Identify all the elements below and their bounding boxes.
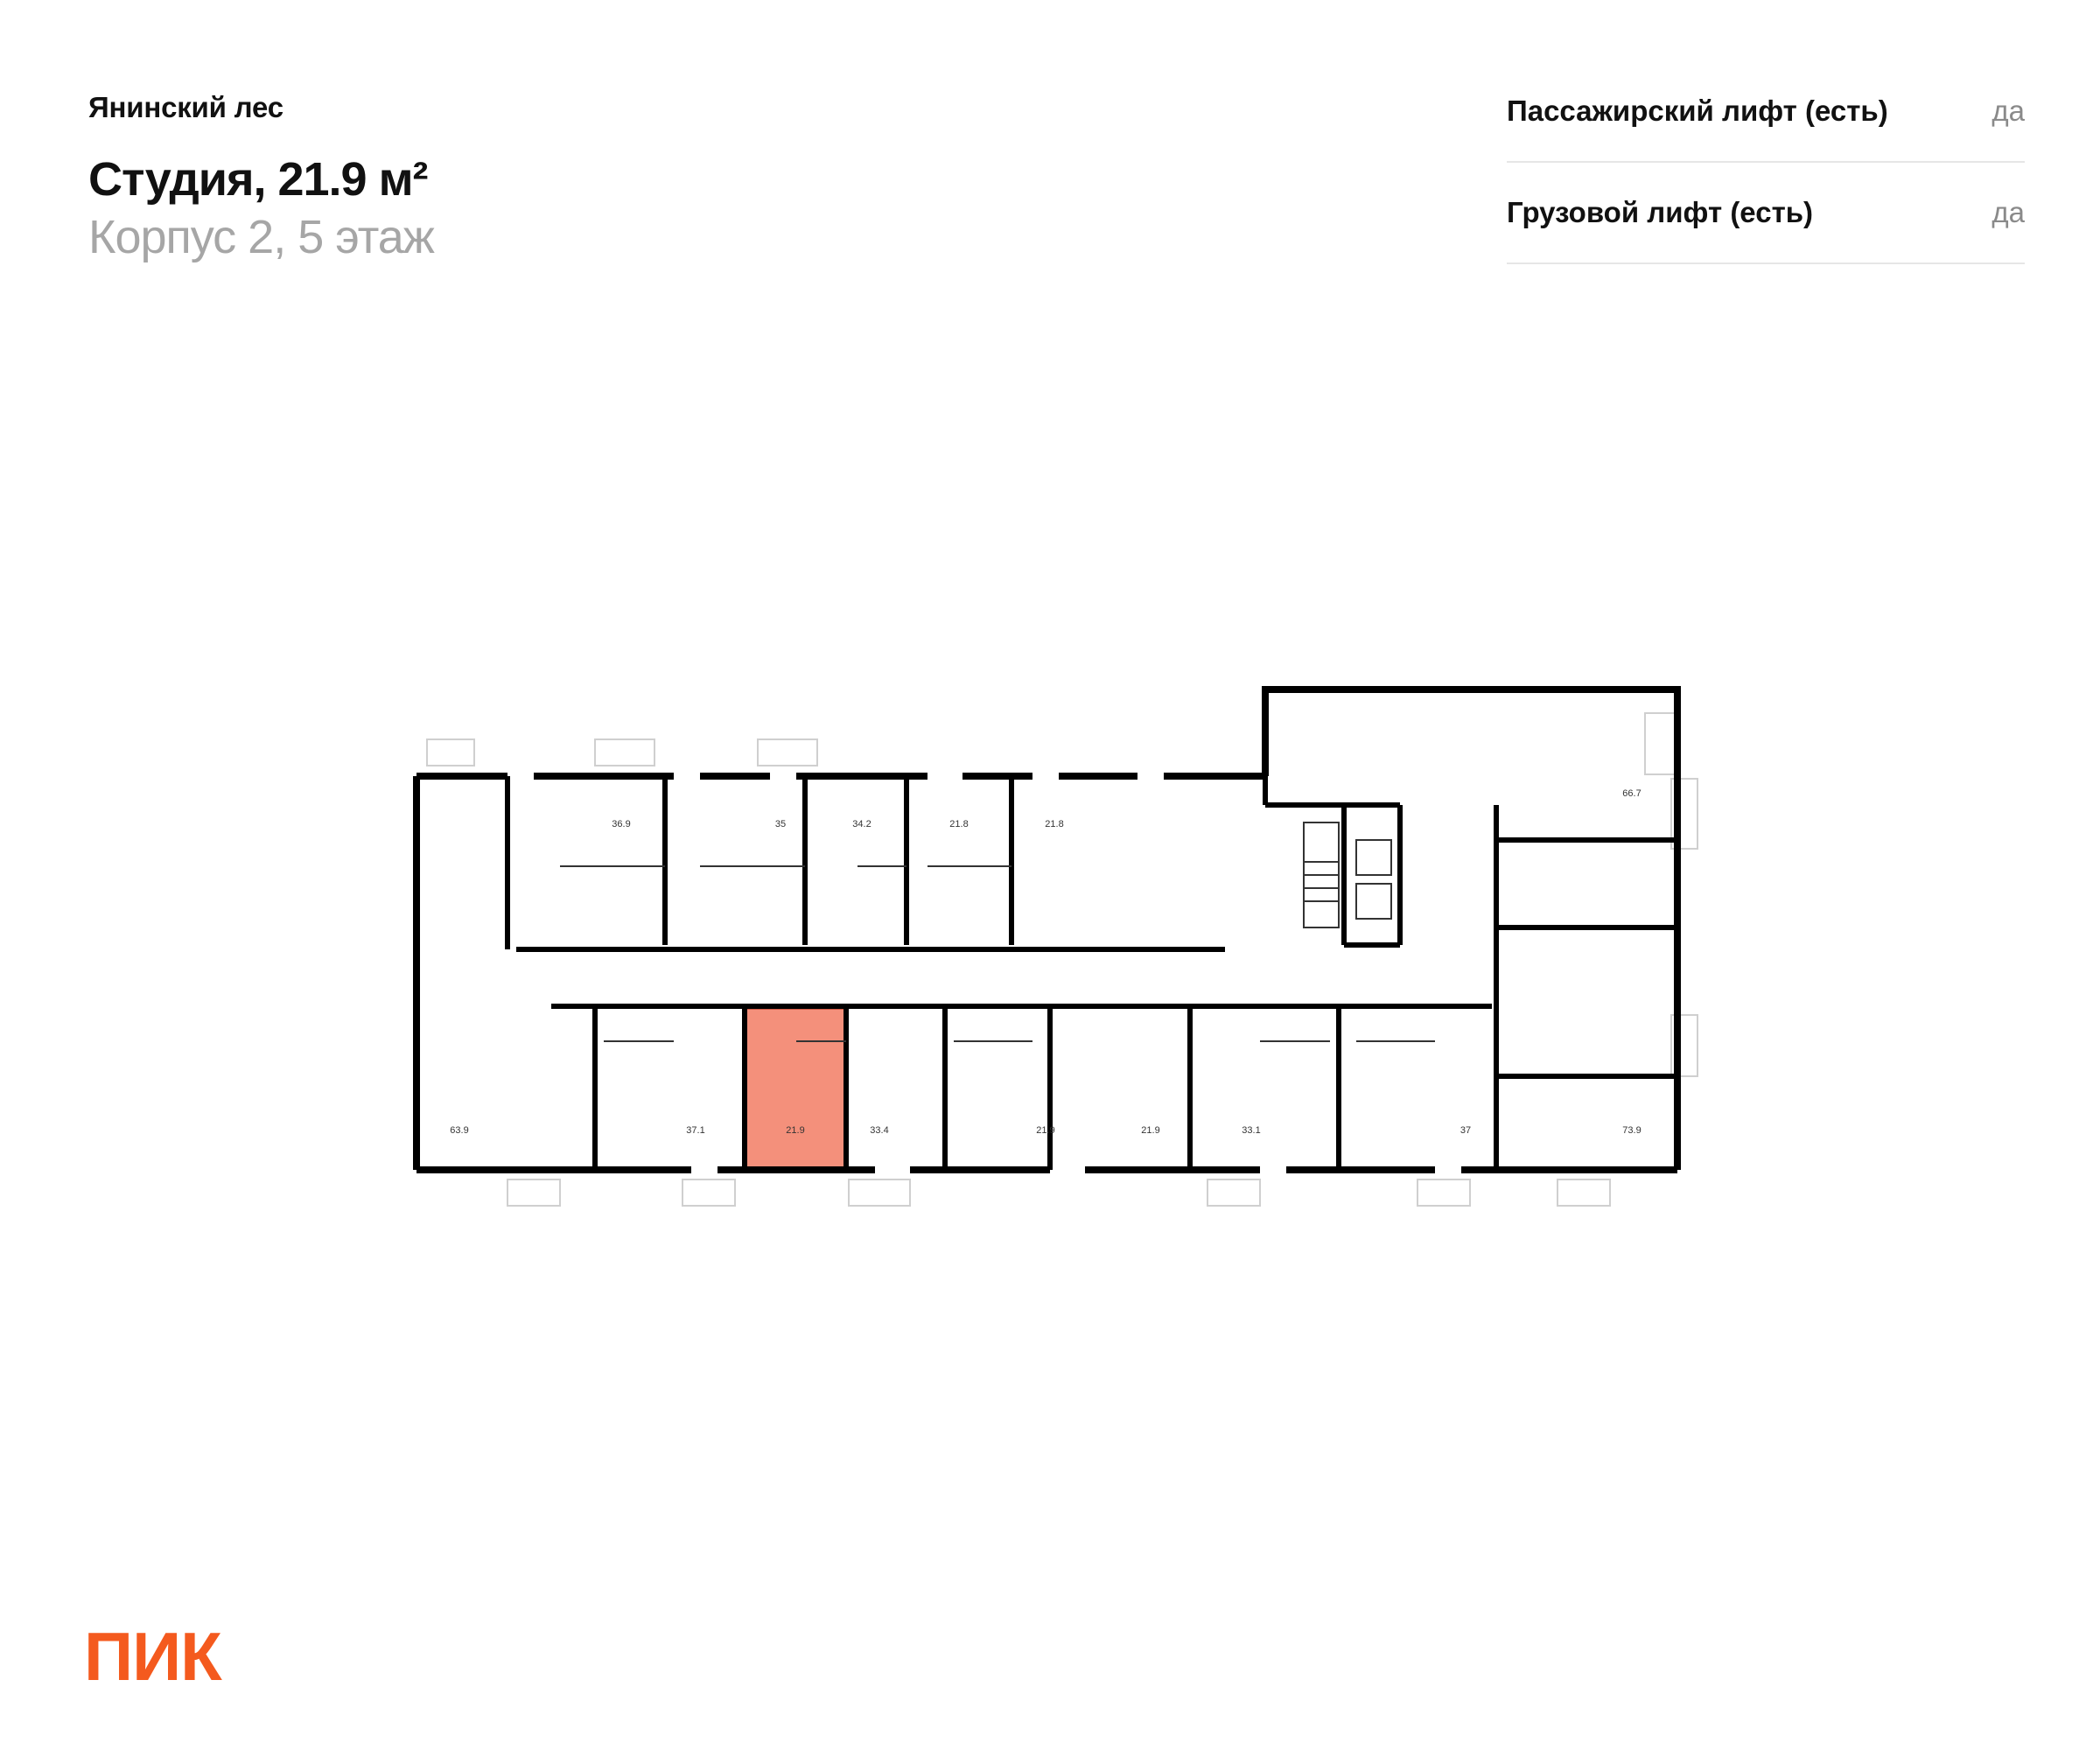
partitions: [505, 776, 1677, 1170]
room-area: 37.1: [686, 1125, 704, 1136]
room-area: 21.9: [1141, 1125, 1159, 1136]
corridor-walls: [516, 776, 1492, 1009]
room-area-labels: 36.9 35 34.2 21.8 21.8 66.7 63.9 37.1 21…: [450, 788, 1641, 1136]
room-area: 33.1: [1242, 1125, 1260, 1136]
balconies: [426, 712, 1698, 1207]
pik-logo: ПИК: [84, 1618, 222, 1695]
project-name: Янинский лес: [88, 91, 284, 123]
room-area: 34.2: [852, 819, 871, 830]
room-area: 21.8: [949, 819, 968, 830]
feature-row-passenger-lift: Пассажирский лифт (есть) да: [1507, 61, 2025, 163]
feature-name: Пассажирский лифт (есть): [1507, 94, 1888, 127]
room-area: 36.9: [612, 819, 630, 830]
room-area: 63.9: [450, 1125, 468, 1136]
selected-apartment[interactable]: [742, 1004, 849, 1172]
room-area: 21.9: [1036, 1125, 1054, 1136]
feature-row-freight-lift: Грузовой лифт (есть) да: [1507, 163, 2025, 264]
feature-value: да: [1992, 196, 2025, 228]
feature-name: Грузовой лифт (есть): [1507, 196, 1814, 228]
room-area: 35: [775, 819, 786, 830]
building-floor: Корпус 2, 5 этаж: [88, 211, 435, 263]
exterior-walls: [413, 686, 1681, 1173]
room-area: 33.4: [870, 1125, 888, 1136]
floor-plan: 36.9 35 34.2 21.8 21.8 66.7 63.9 37.1 21…: [413, 686, 1698, 1207]
room-area: 73.9: [1622, 1125, 1641, 1136]
room-area: 37: [1460, 1125, 1471, 1136]
apartment-title: Студия, 21.9 м²: [88, 153, 428, 206]
room-area: 66.7: [1622, 788, 1641, 799]
feature-value: да: [1992, 94, 2025, 127]
room-area: 21.9: [786, 1125, 804, 1136]
features-list: Пассажирский лифт (есть) да Грузовой лиф…: [1507, 61, 2025, 264]
thin-lines: [560, 822, 1435, 1042]
room-area: 21.8: [1045, 819, 1063, 830]
